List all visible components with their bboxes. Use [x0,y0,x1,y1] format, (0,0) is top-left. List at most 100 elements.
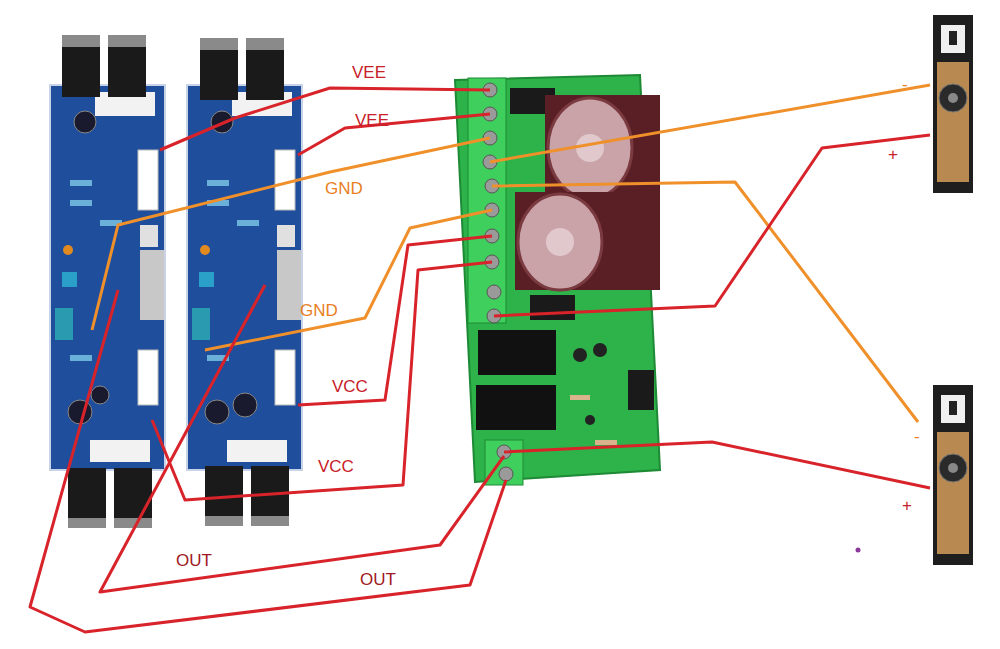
amplifier-board [187,85,302,470]
heatsink-block [227,440,287,462]
power-resistor [138,150,158,210]
tweeter [941,25,965,53]
input-terminal [55,308,73,340]
woofer-cap [948,93,958,103]
resistor [595,440,617,445]
speaker-wire [504,442,930,488]
wires [30,85,930,632]
heatsink-tab [277,250,301,320]
transistor-tab [68,518,106,528]
power-resistor [138,350,158,405]
resistor [237,220,259,226]
terminal-screw [499,467,513,481]
speaker-wire [494,135,930,316]
heatsink-block [90,440,150,462]
terminal-strip [485,440,523,485]
gnd-wire [205,210,492,350]
capacitor [593,343,607,357]
capacitor-vent [576,134,604,162]
heatsink-tab [140,250,164,320]
transistor-tab [200,38,238,50]
speaker-cabinet [933,385,973,565]
wood-panel [937,62,969,182]
capacitor [200,245,210,255]
capacitor [573,348,587,362]
transistor [62,47,100,97]
transistor-tab [114,518,152,528]
gnd-wire [92,138,490,330]
wire-label: GND [325,180,363,197]
wire-label: OUT [360,571,396,588]
woofer [939,84,967,112]
transistor [108,47,146,97]
wire-label: + [888,146,898,163]
transistor-tab [205,516,243,526]
transistor-tab [62,35,100,47]
speaker-cabinet [933,15,973,193]
relay [476,385,556,430]
wood-panel [937,432,969,554]
rectifier-bridge [530,295,575,320]
tweeter-dome [949,401,957,415]
transistor [200,50,238,100]
amplifier-board [50,85,165,470]
vcc-wire [298,236,492,405]
transistor-tab [251,516,289,526]
speaker-wire [492,182,918,422]
wire-label: VCC [332,378,368,395]
grid-pad [277,225,295,247]
input-terminal [192,308,210,340]
transistor-tab [108,35,146,47]
vcc-wire [152,262,492,500]
wire-label: VEE [352,64,386,81]
capacitor-top [518,194,602,290]
power-resistor [275,350,295,405]
woofer [939,454,967,482]
trimpot [199,272,214,287]
out-wire [100,285,504,592]
tweeter-dome [949,31,957,45]
wire-label: - [902,76,908,93]
capacitor-vent [546,228,574,256]
woofer-cap [948,463,958,473]
transistor [68,468,106,518]
speaker-wire [490,85,930,162]
wire-label: VCC [318,458,354,475]
capacitor [74,111,96,133]
transistor [251,466,289,516]
terminal-screw [487,285,501,299]
relay [478,330,556,375]
transistor [585,415,595,425]
power-supply-board [455,75,660,482]
wire-label: GND [300,302,338,319]
capacitor [205,400,229,424]
transistor [205,466,243,516]
resistor [570,395,590,400]
transistor [114,468,152,518]
trimpot [62,272,77,287]
resistor [70,355,92,361]
resistor [70,180,92,186]
wire-label: + [902,497,912,514]
stray-dot [856,548,861,553]
transistor-tab [246,38,284,50]
wire-label: OUT [176,552,212,569]
capacitor [68,400,92,424]
capacitor [233,393,257,417]
regulator [628,370,654,410]
transistor [246,50,284,100]
resistor [207,180,229,186]
vee-wire [298,114,490,155]
tweeter [941,395,965,423]
out-wire [30,290,506,632]
wire-label: VEE [355,112,389,129]
capacitor [91,386,109,404]
resistor [70,200,92,206]
capacitor [63,245,73,255]
wire-label: - [914,428,920,445]
capacitor [515,192,660,290]
grid-pad [140,225,158,247]
